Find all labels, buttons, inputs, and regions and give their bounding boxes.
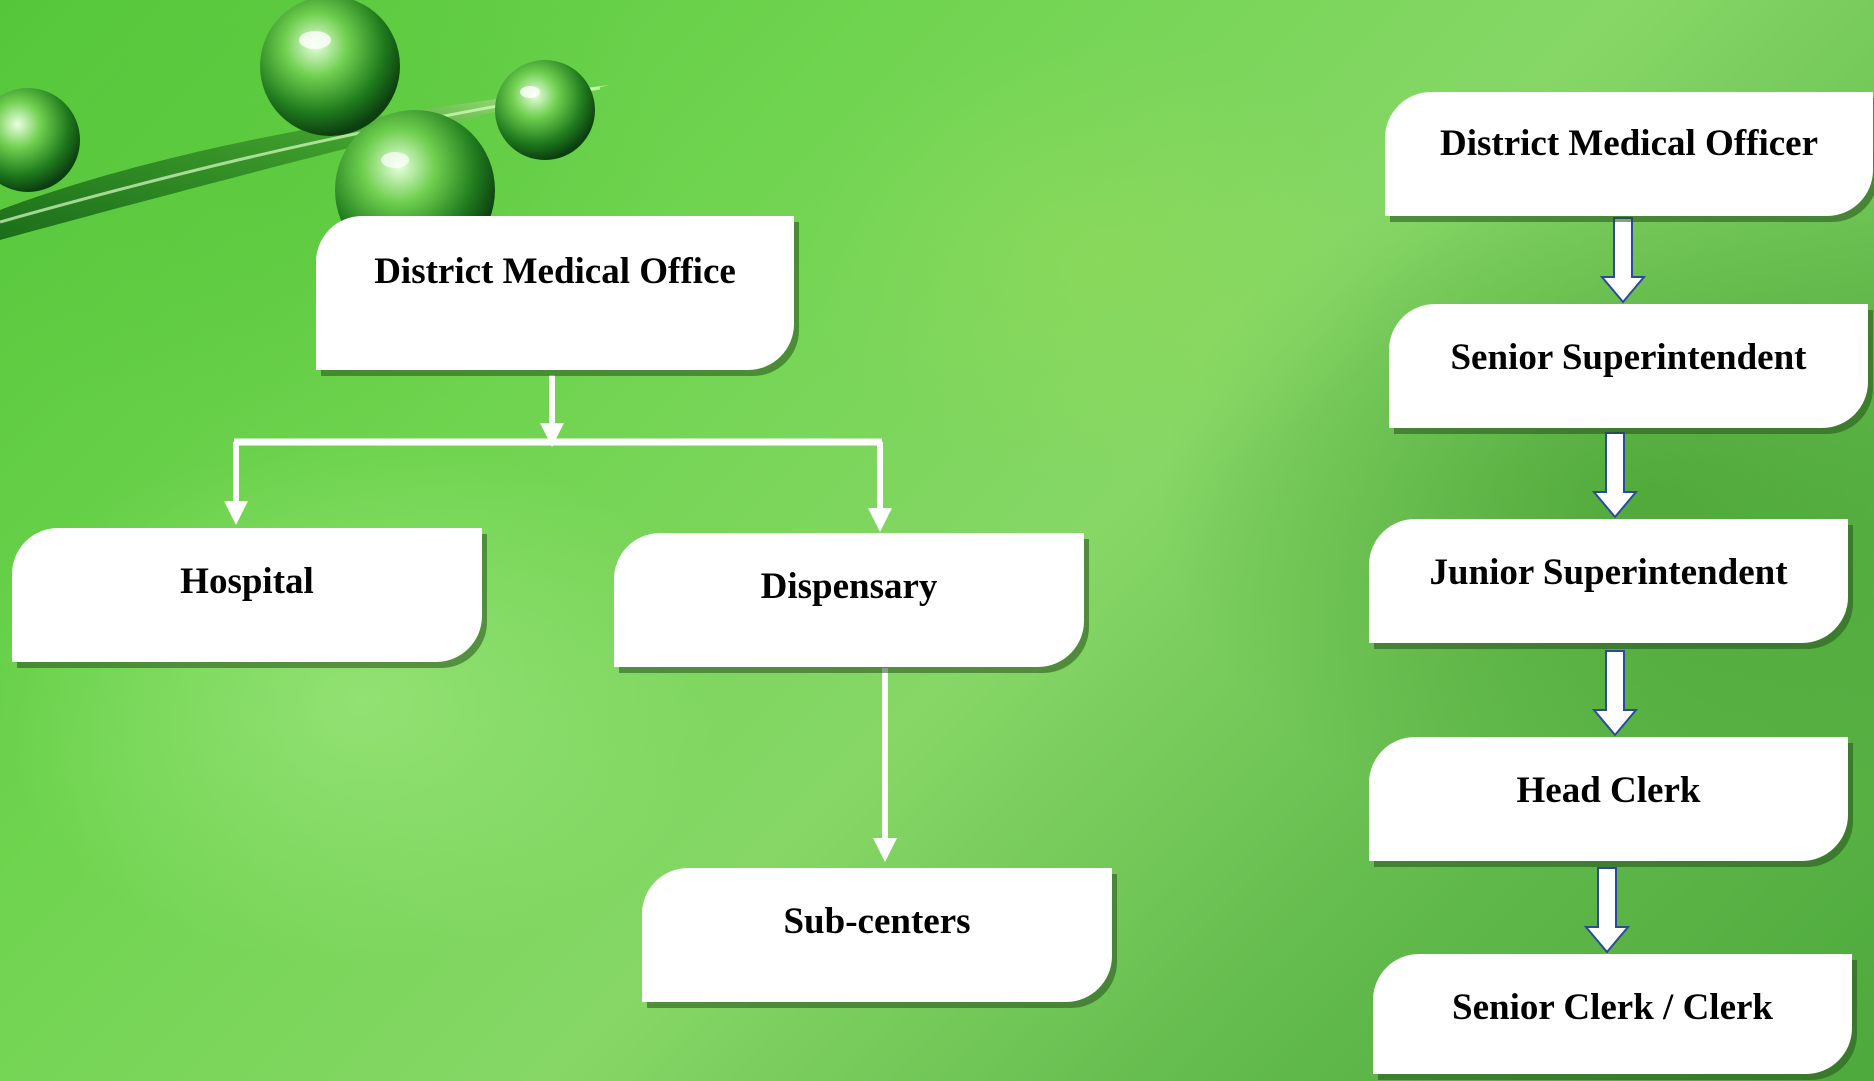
down-arrow-2	[1591, 432, 1639, 519]
district-medical-officer-box: District Medical Officer	[1385, 92, 1873, 216]
senior-clerk-clerk-label: Senior Clerk / Clerk	[1452, 987, 1773, 1028]
senior-clerk-clerk-box: Senior Clerk / Clerk	[1373, 954, 1852, 1074]
down-arrow-3	[1591, 650, 1639, 737]
head-clerk-label: Head Clerk	[1516, 770, 1701, 811]
district-medical-office-box: District Medical Office	[316, 216, 794, 370]
dispensary-label: Dispensary	[760, 566, 938, 607]
junior-superintendent-label: Junior Superintendent	[1429, 552, 1788, 593]
senior-superintendent-box: Senior Superintendent	[1389, 304, 1868, 428]
sub-centers-box: Sub-centers	[642, 868, 1112, 1002]
hospital-label: Hospital	[180, 561, 314, 602]
down-arrow-4	[1583, 867, 1631, 954]
junior-superintendent-box: Junior Superintendent	[1369, 519, 1848, 643]
district-medical-office-label: District Medical Office	[374, 251, 736, 292]
district-medical-officer-label: District Medical Officer	[1439, 123, 1819, 164]
down-arrow-1	[1599, 217, 1647, 304]
dispensary-box: Dispensary	[614, 533, 1084, 667]
hospital-box: Hospital	[12, 528, 482, 662]
sub-centers-label: Sub-centers	[783, 901, 971, 942]
head-clerk-box: Head Clerk	[1369, 737, 1848, 861]
senior-superintendent-label: Senior Superintendent	[1450, 337, 1807, 378]
